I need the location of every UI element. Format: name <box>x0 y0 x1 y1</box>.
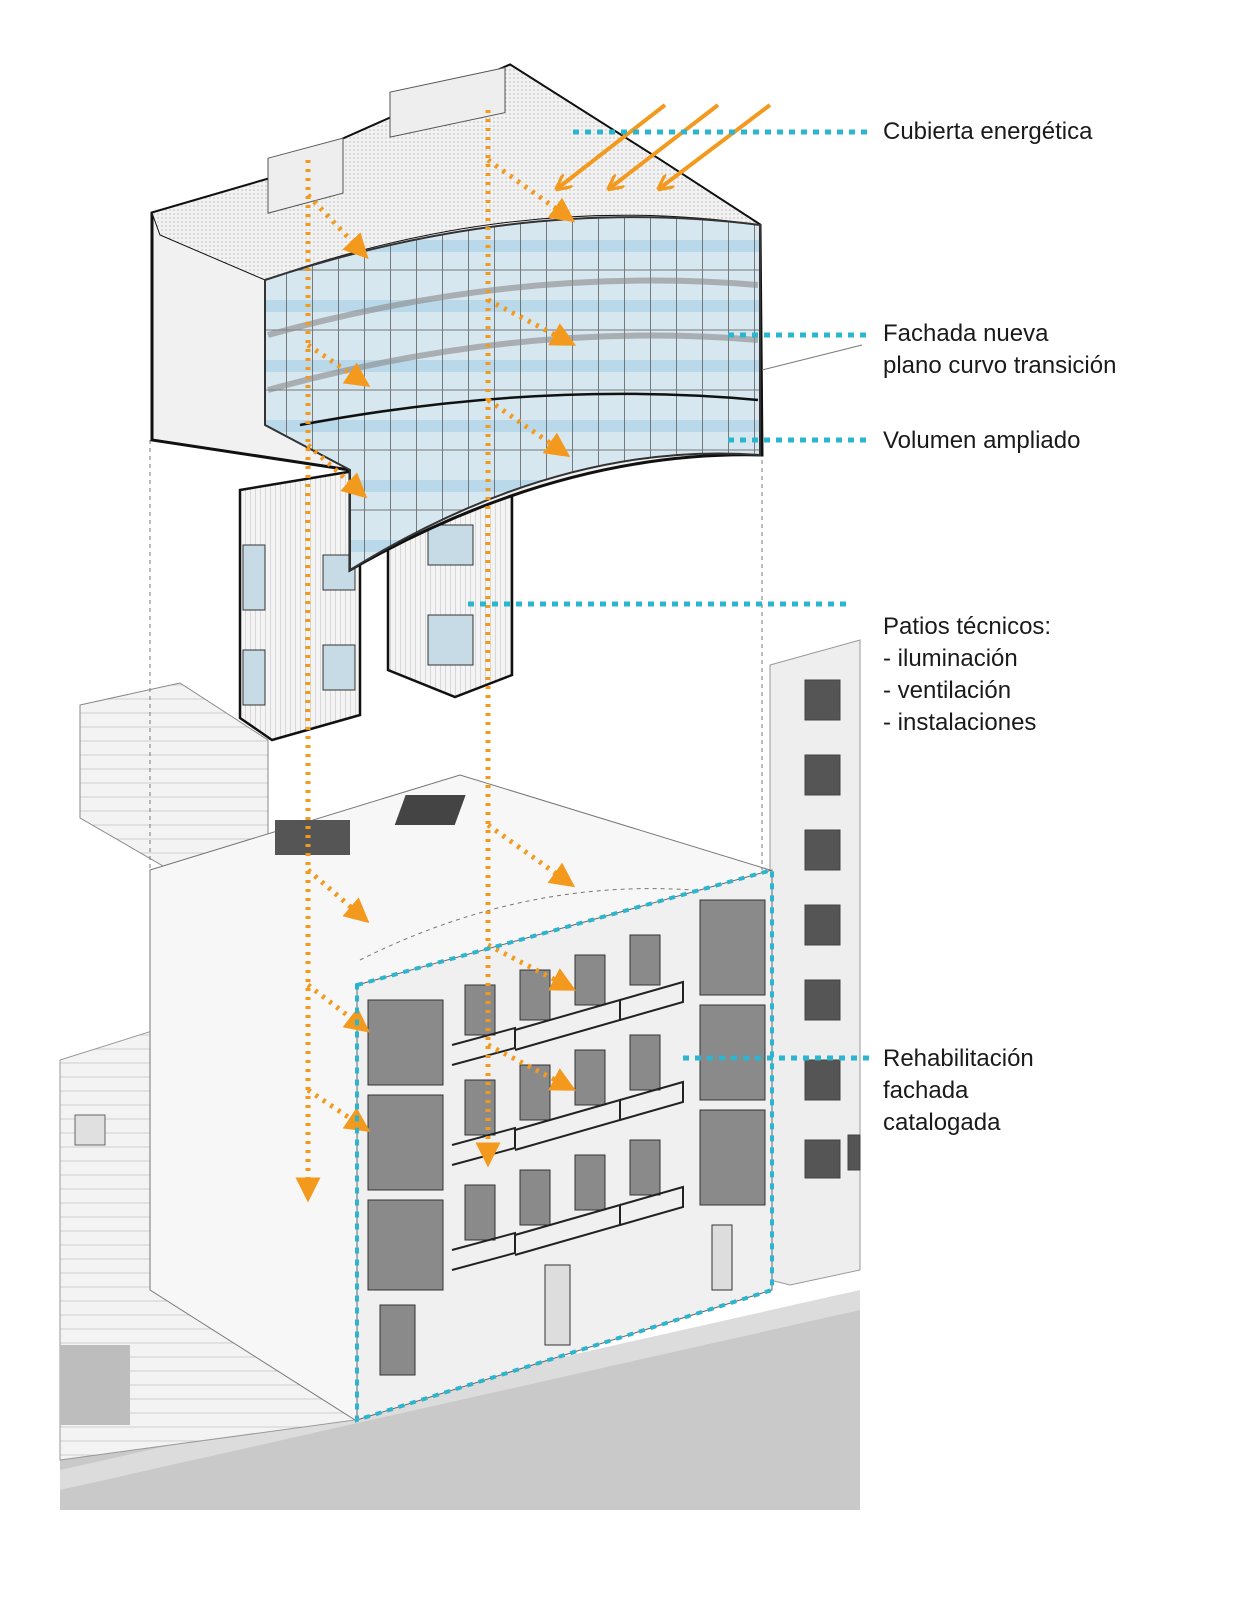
label-facade: Fachada nueva plano curvo transición <box>883 318 1116 382</box>
label-roof: Cubierta energética <box>883 116 1092 148</box>
street <box>60 1290 860 1510</box>
label-line: - ventilación <box>883 677 1012 704</box>
sun-rays <box>558 103 772 188</box>
label-line: Fachada nueva <box>883 320 1049 347</box>
leader-lines <box>355 129 872 1423</box>
label-line: - iluminación <box>883 645 1018 672</box>
label-rehab: Rehabilitación fachada catalogada <box>883 1043 1034 1139</box>
patio-opening <box>275 820 350 855</box>
patio-opening <box>394 795 466 825</box>
label-line: Patios técnicos: <box>883 613 1052 640</box>
label-line: fachada <box>883 1077 969 1104</box>
catalogued-facade <box>356 869 773 1421</box>
right-neighbor-building <box>769 639 861 1286</box>
label-line: Cubierta energética <box>883 118 1093 145</box>
label-line: plano curvo transición <box>883 352 1117 379</box>
label-volume: Volumen ampliado <box>883 425 1080 457</box>
air-light-flows <box>295 110 577 1203</box>
label-line: catalogada <box>883 1109 1001 1136</box>
label-line: Rehabilitación <box>883 1045 1034 1072</box>
label-line: - instalaciones <box>883 709 1037 736</box>
label-patios: Patios técnicos: - iluminación - ventilaci… <box>883 611 1051 739</box>
label-line: Volumen ampliado <box>883 427 1081 454</box>
